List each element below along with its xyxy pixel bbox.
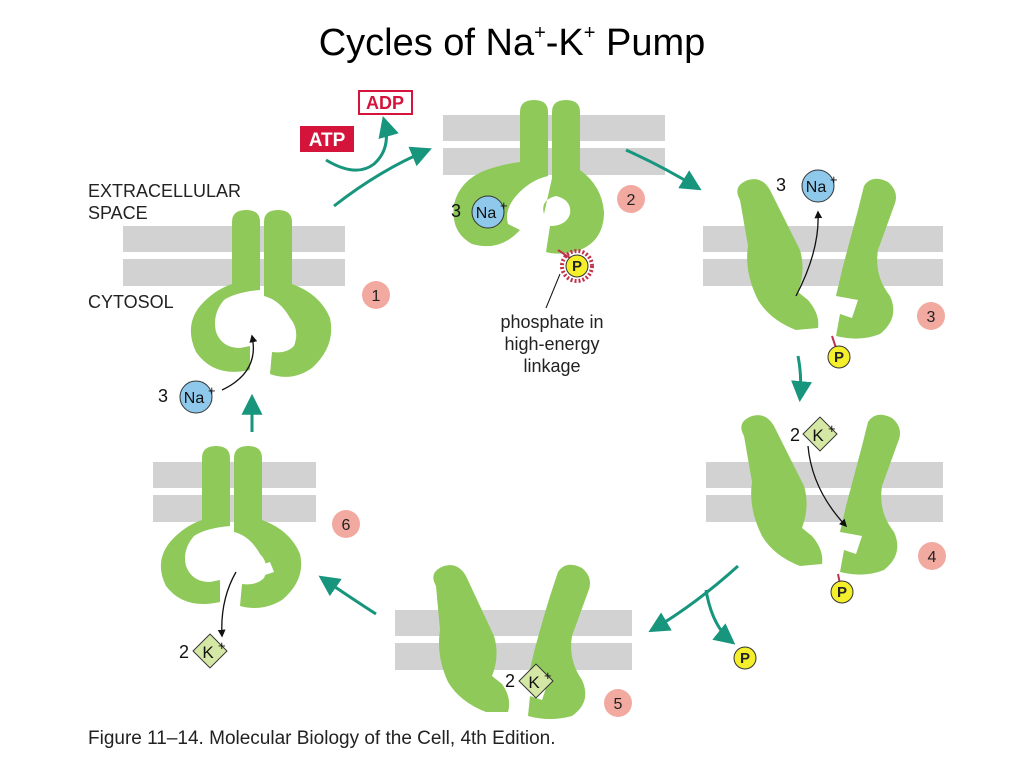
svg-text:ATP: ATP	[309, 130, 346, 151]
k-ion-step5: 2 K +	[505, 663, 554, 699]
svg-text:4: 4	[928, 549, 937, 566]
svg-text:K: K	[812, 426, 824, 445]
step-badges: 1 2 3 4 5 6	[332, 185, 946, 717]
svg-text:2: 2	[179, 642, 189, 662]
svg-text:+: +	[218, 638, 226, 653]
phosphate-icons: P P P P	[560, 249, 854, 670]
svg-text:2: 2	[505, 671, 515, 691]
phosphate-icon-3	[827, 345, 851, 369]
arrow-5-to-6	[318, 575, 377, 616]
svg-text:3: 3	[158, 386, 168, 406]
svg-text:3: 3	[776, 175, 786, 195]
svg-text:K: K	[528, 673, 540, 692]
phosphate-icon-4	[830, 580, 854, 604]
arrow-2-to-3	[625, 148, 702, 191]
svg-text:P: P	[837, 584, 847, 601]
svg-text:ADP: ADP	[366, 93, 404, 113]
step-badge-2	[617, 185, 645, 213]
arrow-p-release	[704, 589, 736, 645]
svg-text:P: P	[572, 258, 582, 275]
phosphate-icon-2	[565, 254, 589, 278]
step-badge-3	[917, 302, 945, 330]
svg-text:Na: Na	[806, 179, 827, 196]
svg-text:+: +	[544, 668, 552, 683]
pump-state-4	[741, 414, 900, 575]
atp-label: ATP	[300, 126, 354, 152]
svg-text:+: +	[828, 421, 836, 436]
phosphate-note-line3: linkage	[523, 356, 580, 376]
cycle-arrows	[241, 115, 812, 645]
arrow-atp-adp	[325, 115, 399, 172]
k-ion-step6: 2 K +	[179, 633, 228, 669]
step-badge-5	[604, 689, 632, 717]
k-ion-step4: 2 K +	[790, 416, 838, 452]
extracellular-label-line2: SPACE	[88, 203, 148, 223]
phosphate-note-line2: high-energy	[504, 334, 599, 354]
step-badge-6	[332, 510, 360, 538]
svg-text:2: 2	[790, 425, 800, 445]
na-ion-step3: 3 Na +	[776, 169, 838, 203]
arrow-4-to-5	[648, 564, 740, 633]
ion-arrows	[217, 210, 848, 638]
arrow-3-to-4	[791, 355, 812, 403]
step-badge-1	[362, 281, 390, 309]
extracellular-label: EXTRACELLULAR	[88, 181, 241, 201]
figure-caption: Figure 11–14. Molecular Biology of the C…	[88, 728, 556, 749]
svg-text:5: 5	[614, 696, 623, 713]
adp-label: ADP	[358, 90, 413, 115]
svg-text:Na: Na	[184, 390, 205, 407]
pump-state-6	[160, 446, 302, 608]
svg-text:+: +	[830, 172, 838, 187]
phosphate-starburst-icon	[560, 249, 594, 283]
svg-text:P: P	[740, 650, 750, 667]
svg-text:P: P	[834, 349, 844, 366]
cytosol-label: CYTOSOL	[88, 292, 174, 312]
svg-text:Na: Na	[476, 205, 497, 222]
svg-text:6: 6	[342, 517, 351, 534]
svg-text:+: +	[500, 198, 508, 213]
svg-text:3: 3	[451, 201, 461, 221]
svg-text:+: +	[208, 383, 216, 398]
pump-state-1	[190, 210, 332, 377]
svg-text:3: 3	[927, 309, 936, 326]
diagram-title: Cycles of Na+-K+ Pump	[318, 22, 706, 64]
na-ion-step2: 3 Na +	[451, 195, 508, 229]
step-badge-4	[918, 542, 946, 570]
na-ion-step1: 3 Na +	[158, 380, 216, 414]
svg-text:K: K	[202, 643, 214, 662]
svg-text:2: 2	[627, 192, 636, 209]
phosphate-note-line1: phosphate in	[500, 312, 603, 332]
phosphate-icon-released	[733, 646, 757, 670]
arrow-1-to-2	[333, 146, 432, 208]
svg-text:1: 1	[372, 288, 381, 305]
